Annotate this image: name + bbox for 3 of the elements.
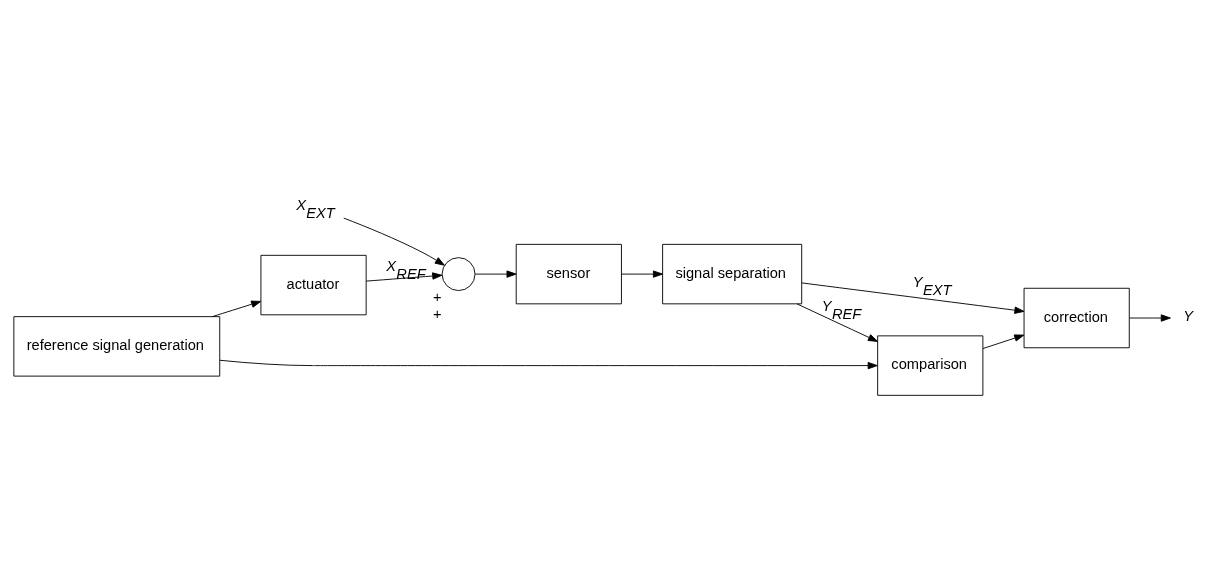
node-label: +: [432, 305, 442, 322]
node-label: +: [432, 288, 442, 305]
node-text: Y: [1183, 307, 1194, 324]
